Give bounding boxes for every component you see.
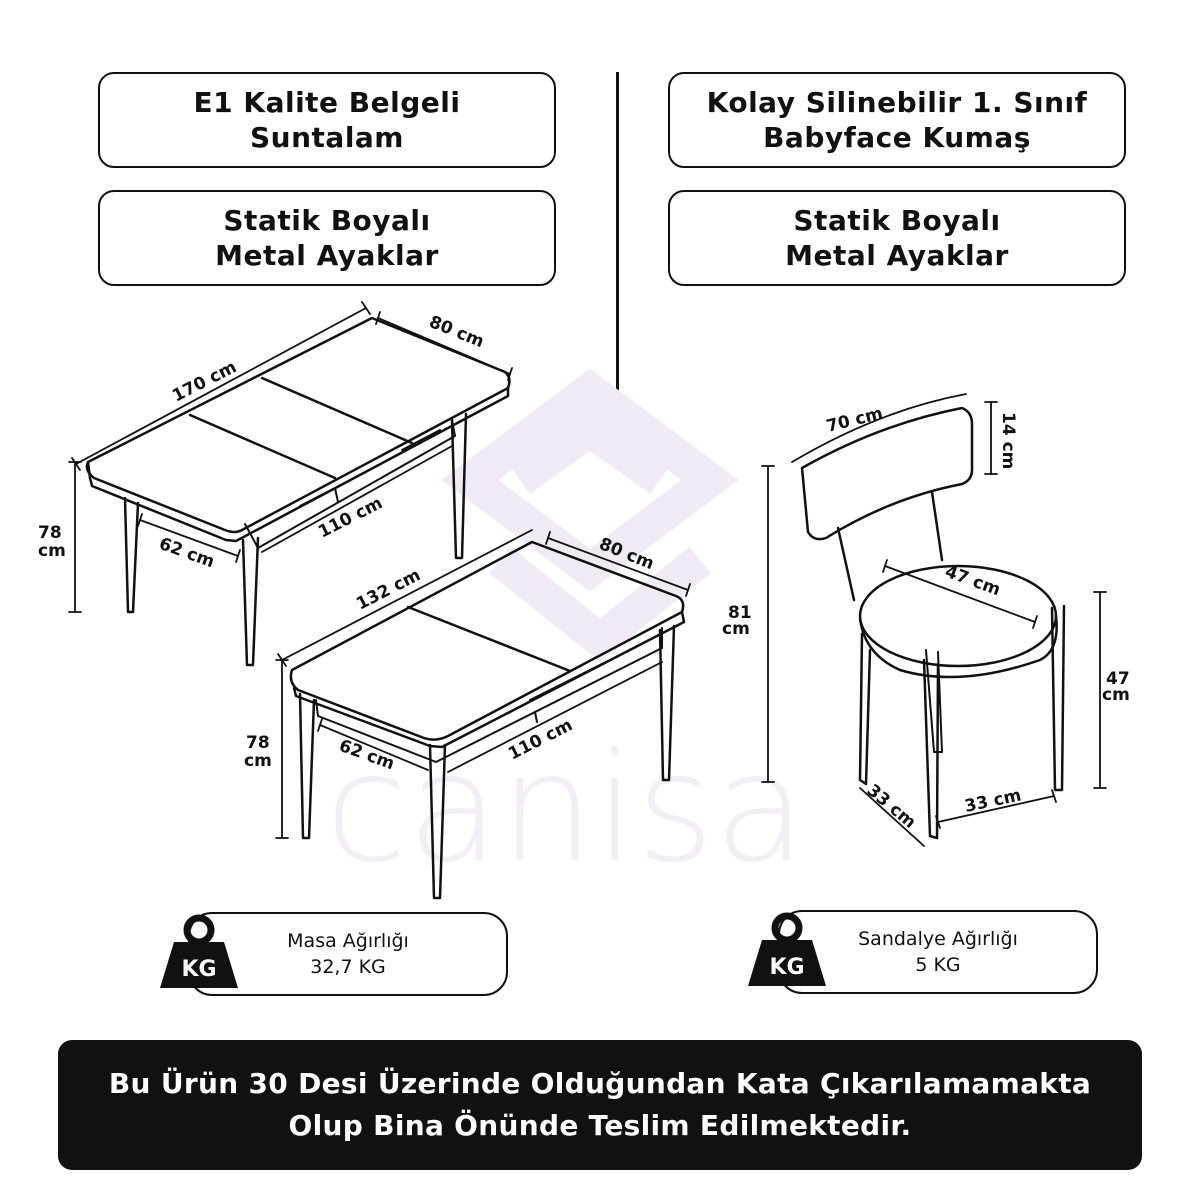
chair-weight-title: Sandalye Ağırlığı [858, 928, 1018, 950]
chair-back-thickness-label: 14 cm [998, 412, 1018, 469]
table-closed-height-unit: cm [244, 751, 272, 771]
table-extended-leg-span-label: 110 cm [315, 493, 386, 542]
chair-seat-height-unit: cm [1102, 685, 1130, 705]
kg-icon-label: KG [769, 955, 804, 980]
table-weight-value: 32,7 KG [310, 956, 386, 978]
chair-leg-width-label: 33 cm [963, 785, 1023, 816]
delivery-notice-line: Bu Ürün 30 Desi Üzerinde Olduğundan Kata… [108, 1067, 1092, 1100]
chair-leg-depth-label: 33 cm [863, 781, 920, 833]
chair-drawing [761, 393, 1107, 847]
table-closed-drawing [275, 529, 691, 900]
column-divider [616, 72, 619, 428]
kg-icon-label: KG [181, 957, 216, 982]
table-extended-width-label: 80 cm [426, 312, 487, 352]
chair-seat-height-value: 47 [1106, 669, 1130, 689]
table-extended-drawing [68, 301, 513, 667]
watermark-logo-mark [441, 368, 739, 662]
kg-weight-icon: KG [748, 912, 826, 986]
feature-line: Babyface Kumaş [763, 121, 1031, 154]
feature-chair-fabric: Kolay Silinebilir 1. Sınıf Babyface Kuma… [668, 72, 1126, 168]
feature-table-legs: Statik Boyalı Metal Ayaklar [98, 190, 556, 286]
table-weight-title: Masa Ağırlığı [287, 930, 409, 952]
feature-chair-legs: Statik Boyalı Metal Ayaklar [668, 190, 1126, 286]
table-closed-length-label: 132 cm [353, 565, 424, 614]
chair-height-value: 81 [728, 603, 752, 623]
delivery-notice-banner: Bu Ürün 30 Desi Üzerinde Olduğundan Kata… [58, 1040, 1142, 1170]
feature-line: Statik Boyalı [223, 204, 431, 237]
feature-line: Metal Ayaklar [215, 239, 439, 272]
table-extended-height-value: 78 [38, 523, 62, 543]
table-weight-badge: Masa Ağırlığı 32,7 KG [188, 912, 508, 996]
feature-line: Suntalam [250, 121, 404, 154]
feature-line: E1 Kalite Belgeli [193, 86, 461, 119]
feature-line: Statik Boyalı [793, 204, 1001, 237]
kg-weight-icon: KG [160, 914, 238, 988]
chair-weight-badge: Sandalye Ağırlığı 5 KG [778, 910, 1098, 994]
feature-table-top: E1 Kalite Belgeli Suntalam [98, 72, 556, 168]
watermark-text: canisa [325, 722, 806, 896]
delivery-notice-line: Olup Bina Önünde Teslim Edilmektedir. [288, 1109, 912, 1142]
brand-watermark: canisa [325, 368, 806, 896]
chair-weight-value: 5 KG [915, 954, 961, 976]
chair-height-unit: cm [722, 619, 750, 639]
feature-line: Kolay Silinebilir 1. Sınıf [706, 86, 1088, 119]
table-extended-leg-width-label: 62 cm [156, 534, 217, 572]
feature-line: Metal Ayaklar [785, 239, 1009, 272]
table-closed-height-value: 78 [246, 733, 270, 753]
table-extended-height-unit: cm [38, 541, 66, 561]
